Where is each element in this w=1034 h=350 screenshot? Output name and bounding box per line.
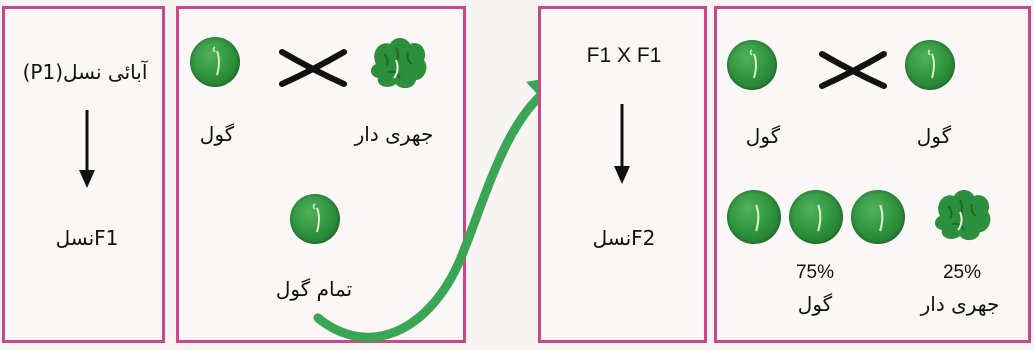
panel2-wrinkled-label: جھری دار (354, 122, 434, 146)
round-pea-icon (290, 194, 340, 244)
panel3-bottom-label: F2نسل (592, 226, 656, 250)
panel2-round-label: گول (199, 122, 235, 146)
panel2-result-label: تمام گول (275, 277, 353, 301)
percent-wrinkled-label: جھری دار (920, 292, 1000, 316)
percent-round: 75% (795, 262, 835, 283)
round-pea-icon (190, 37, 240, 87)
round-pea-icon (789, 190, 843, 244)
percent-round-label: گول (797, 292, 833, 316)
round-pea-icon (851, 190, 905, 244)
cross-icon (819, 51, 887, 89)
down-arrow-icon (79, 110, 95, 188)
percent-wrinkled: 25% (942, 262, 982, 283)
panel4-round-right-label: گول (916, 124, 952, 148)
round-pea-icon (905, 40, 955, 90)
panel1-top-label: آبائی نسل(P1) (22, 60, 148, 84)
cross-icon (279, 49, 347, 87)
wrinkled-pea-icon (935, 190, 991, 241)
round-pea-icon (727, 40, 777, 90)
round-pea-icon (727, 190, 781, 244)
down-arrow-icon (614, 104, 630, 184)
panel3-top-label: F1 X F1 (586, 44, 662, 67)
wrinkled-pea-icon (371, 38, 427, 89)
panel1-bottom-label: F1نسل (55, 226, 119, 250)
panel4-round-left-label: گول (745, 124, 781, 148)
